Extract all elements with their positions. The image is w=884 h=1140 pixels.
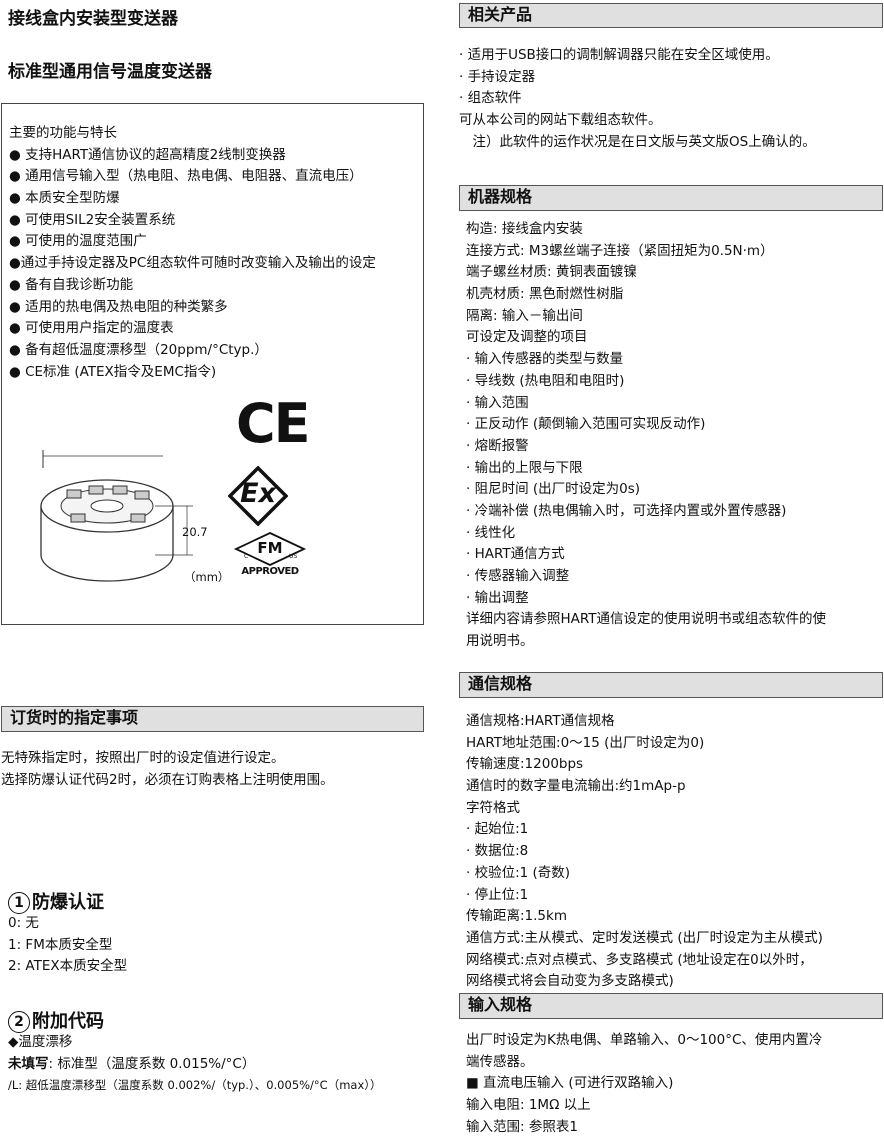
machine-line: · 输入传感器的类型与数量 (466, 351, 624, 368)
machine-line: · 冷端补偿 (热电偶输入时，可选择内置或外置传感器) (466, 502, 787, 519)
machine-line: 构造: 接线盒内安装 (466, 221, 583, 237)
comm-line: · 起始位:1 (466, 821, 529, 838)
page-title: 接线盒内安装型变送器 (8, 9, 178, 29)
addon-sub: ◆温度漂移 (8, 1034, 73, 1050)
circled-number-1: 1 (8, 892, 30, 914)
ex-cert-option: 0: 无 (8, 915, 39, 931)
machine-line: 详细内容请参照HART通信设定的使用说明书或组态软件的使 (466, 611, 827, 628)
feature-item: ● 本质安全型防爆 (9, 190, 120, 207)
related-heading: 相关产品 (459, 3, 883, 28)
ex-cert-option: 1: FM本质安全型 (8, 936, 113, 953)
machine-line: 隔离: 输入－输出间 (466, 307, 583, 324)
dimension-unit: （mm） (184, 570, 230, 584)
comm-line: 通信方式:主从模式、定时发送模式 (出厂时设定为主从模式) (466, 929, 823, 946)
machine-line: 端子螺丝材质: 黄铜表面镀镍 (466, 264, 637, 281)
addon-option-standard: 未填写: 标准型（温度系数 0.015%/°C） (8, 1054, 382, 1076)
ex-mark-icon: Ex (228, 466, 288, 526)
addon-option-low-drift: /L: 超低温度漂移型（温度系数 0.002%/（typ.）、0.005%/°C… (8, 1078, 382, 1093)
order-heading: 订货时的指定事项 (1, 706, 424, 732)
machine-heading: 机器规格 (459, 185, 883, 211)
comm-line: 字符格式 (466, 799, 520, 816)
ex-cert-option: 2: ATEX本质安全型 (8, 958, 128, 975)
feature-item: ● 可使用的温度范围广 (9, 233, 147, 250)
feature-item: ● 支持HART通信协议的超高精度2线制变换器 (9, 146, 286, 163)
machine-line: · 输出的上限与下限 (466, 459, 583, 476)
feature-item: ● 备有超低温度漂移型（20ppm/°Ctyp.） (9, 341, 268, 358)
comm-line: · 停止位:1 (466, 886, 529, 903)
machine-line: · 导线数 (热电阻和电阻时) (466, 372, 625, 389)
addon-option-key: 未填写 (8, 1055, 49, 1072)
machine-line: 连接方式: M3螺丝端子连接（紧固扭矩为0.5N·m） (466, 242, 774, 259)
fm-us-label: US (289, 553, 298, 560)
circled-number-2: 2 (8, 1011, 30, 1033)
comm-line: 网络模式将会自动变为多支路模式) (466, 973, 674, 990)
input-line: ■ 直流电压输入 (可进行双路输入) (466, 1075, 674, 1092)
feature-item: ● CE标准 (ATEX指令及EMC指令) (9, 363, 217, 380)
input-line: 端传感器。 (466, 1053, 534, 1070)
machine-line: · 输入范围 (466, 394, 529, 411)
fm-approved-icon: FM C US APPROVED (232, 531, 308, 581)
comm-heading: 通信规格 (459, 672, 883, 698)
feature-box: 主要的功能与特长 ● 支持HART通信协议的超高精度2线制变换器 ● 通用信号输… (1, 103, 424, 625)
machine-line: · 线性化 (466, 524, 516, 541)
comm-line: 传输距离:1.5km (466, 908, 567, 925)
product-drawing (40, 450, 193, 582)
input-line: 出厂时设定为K热电偶、单路输入、0～100°C、使用内置冷 (466, 1032, 823, 1048)
feature-item: ● 备有自我诊断功能 (9, 276, 134, 293)
feature-item: ● 适用的热电偶及热电阻的种类繁多 (9, 298, 228, 315)
machine-line: · 正反动作 (颠倒输入范围可实现反动作) (466, 416, 706, 433)
addon-lines: ◆温度漂移 未填写: 标准型（温度系数 0.015%/°C） /L: 超低温度漂… (8, 1032, 382, 1097)
ex-mark-label: Ex (240, 478, 276, 509)
machine-line: 可设定及调整的项目 (466, 329, 588, 346)
addon-title: 附加代码 (32, 1011, 104, 1032)
feature-item: ●通过手持设定器及PC组态软件可随时改变输入及输出的设定 (9, 255, 376, 272)
feature-item: ● 通用信号输入型（热电阻、热电偶、电阻器、直流电压） (9, 168, 363, 185)
input-line: 输入范围: 参照表1 (466, 1118, 578, 1135)
ex-cert-options: 0: 无 1: FM本质安全型 2: ATEX本质安全型 (8, 913, 127, 978)
dimension-value: 20.7 (182, 525, 208, 539)
machine-line: · 传感器输入调整 (466, 568, 570, 584)
machine-line: 机壳材质: 黑色耐燃性树脂 (466, 286, 624, 303)
fm-mark-label: FM (257, 539, 283, 557)
related-line: · 组态软件 (459, 90, 522, 107)
fm-approved-label: APPROVED (241, 566, 299, 577)
related-line: · 适用于USB接口的调制解调器只能在安全区域使用。 (459, 47, 779, 63)
page-subtitle: 标准型通用信号温度变送器 (8, 62, 212, 82)
machine-line: · HART通信方式 (466, 546, 565, 563)
machine-line: 用说明书。 (466, 633, 534, 650)
machine-line: · 输出调整 (466, 589, 529, 606)
feature-heading: 主要的功能与特长 (9, 125, 117, 141)
machine-lines: 构造: 接线盒内安装 连接方式: M3螺丝端子连接（紧固扭矩为0.5N·m） 端… (466, 219, 826, 653)
input-line: 输入电阻: 1MΩ 以上 (466, 1097, 591, 1114)
comm-lines: 通信规格:HART通信规格 HART地址范围:0～15 (出厂时设定为0) 传输… (466, 711, 823, 993)
feature-item: ● 可使用SIL2安全装置系统 (9, 211, 176, 228)
order-line: 无特殊指定时，按照出厂时的设定值进行设定。 (1, 750, 285, 766)
input-lines: 出厂时设定为K热电偶、单路输入、0～100°C、使用内置冷 端传感器。 ■ 直流… (466, 1030, 822, 1138)
ex-cert-title: 防爆认证 (32, 892, 104, 913)
order-lines: 无特殊指定时，按照出厂时的设定值进行设定。 选择防爆认证代码2时，必须在订购表格… (1, 748, 334, 791)
comm-line: · 校验位:1 (奇数) (466, 864, 571, 881)
feature-list: 主要的功能与特长 ● 支持HART通信协议的超高精度2线制变换器 ● 通用信号输… (9, 123, 376, 383)
input-heading: 输入规格 (459, 993, 883, 1019)
related-line: 注）此软件的运作状况是在日文版与英文版OS上确认的。 (459, 133, 816, 150)
comm-line: 通信时的数字量电流输出:约1mAp-p (466, 778, 686, 795)
related-line: 可从本公司的网站下载组态软件。 (459, 112, 662, 129)
ce-mark-icon: CE (236, 392, 311, 455)
machine-line: · 阻尼时间 (出厂时设定为0s) (466, 481, 641, 498)
comm-line: HART地址范围:0～15 (出厂时设定为0) (466, 734, 705, 751)
related-lines: · 适用于USB接口的调制解调器只能在安全区域使用。 · 手持设定器 · 组态软… (459, 45, 816, 153)
comm-line: 通信规格:HART通信规格 (466, 713, 615, 729)
addon-option-value: : 标准型（温度系数 0.015%/°C） (48, 1055, 256, 1072)
related-line: · 手持设定器 (459, 68, 536, 85)
order-line: 选择防爆认证代码2时，必须在订购表格上注明使用围。 (1, 771, 334, 788)
feature-item: ● 可使用用户指定的温度表 (9, 320, 174, 337)
comm-line: 传输速度:1200bps (466, 756, 584, 773)
machine-line: · 熔断报警 (466, 437, 529, 454)
comm-line: · 数据位:8 (466, 843, 529, 860)
comm-line: 网络模式:点对点模式、多支路模式 (地址设定在0以外时， (466, 951, 813, 968)
fm-c-label: C (244, 553, 249, 560)
